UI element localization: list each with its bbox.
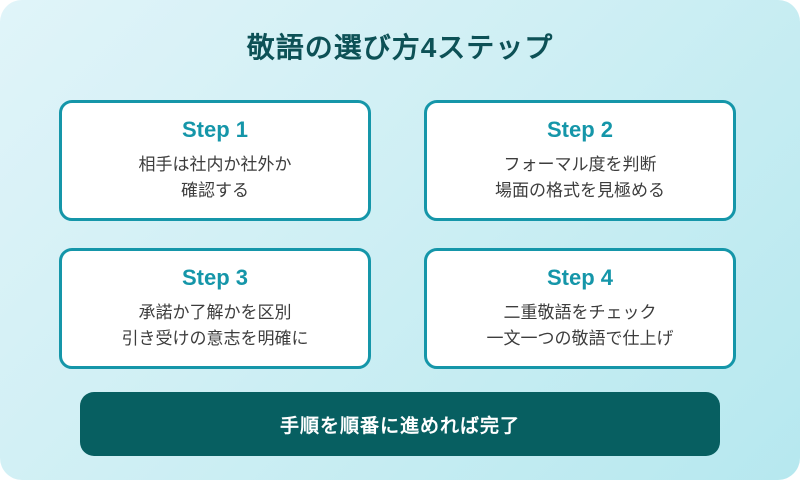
step-1-line-1: 相手は社内か社外か: [138, 154, 292, 174]
step-2-line-1: フォーマル度を判断: [503, 154, 657, 174]
step-4-heading: Step 4: [546, 264, 614, 290]
step-4-line-1: 二重敬語をチェック: [503, 302, 657, 322]
step-2-line-2: 場面の格式を見極める: [495, 181, 665, 200]
step-3-heading: Step 3: [181, 264, 249, 290]
completion-banner: 手順を順番に進めれば完了: [80, 392, 720, 456]
step-1-line-2: 確認する: [181, 181, 249, 200]
step-3-line-2: 引き受けの意志を明確に: [121, 329, 309, 348]
step-card-4: Step 4 二重敬語をチェック 一文一つの敬語で仕上げ: [424, 248, 736, 369]
completion-banner-label: 手順を順番に進めれば完了: [279, 415, 520, 437]
step-1-heading: Step 1: [181, 116, 249, 142]
step-card-2: Step 2 フォーマル度を判断 場面の格式を見極める: [424, 100, 736, 221]
step-card-1: Step 1 相手は社内か社外か 確認する: [59, 100, 371, 221]
page-title: 敬語の選び方4ステップ: [246, 32, 554, 63]
step-card-3: Step 3 承諾か了解かを区別 引き受けの意志を明確に: [59, 248, 371, 369]
step-3-line-1: 承諾か了解かを区別: [138, 302, 292, 322]
step-1-description: 相手は社内か社外か 確認する: [139, 152, 292, 205]
step-4-description: 二重敬語をチェック 一文一つの敬語で仕上げ: [487, 300, 674, 353]
step-4-line-2: 一文一つの敬語で仕上げ: [486, 329, 674, 348]
step-2-description: フォーマル度を判断 場面の格式を見極める: [495, 152, 665, 205]
step-3-description: 承諾か了解かを区別 引き受けの意志を明確に: [122, 300, 309, 353]
step-2-heading: Step 2: [546, 116, 614, 142]
